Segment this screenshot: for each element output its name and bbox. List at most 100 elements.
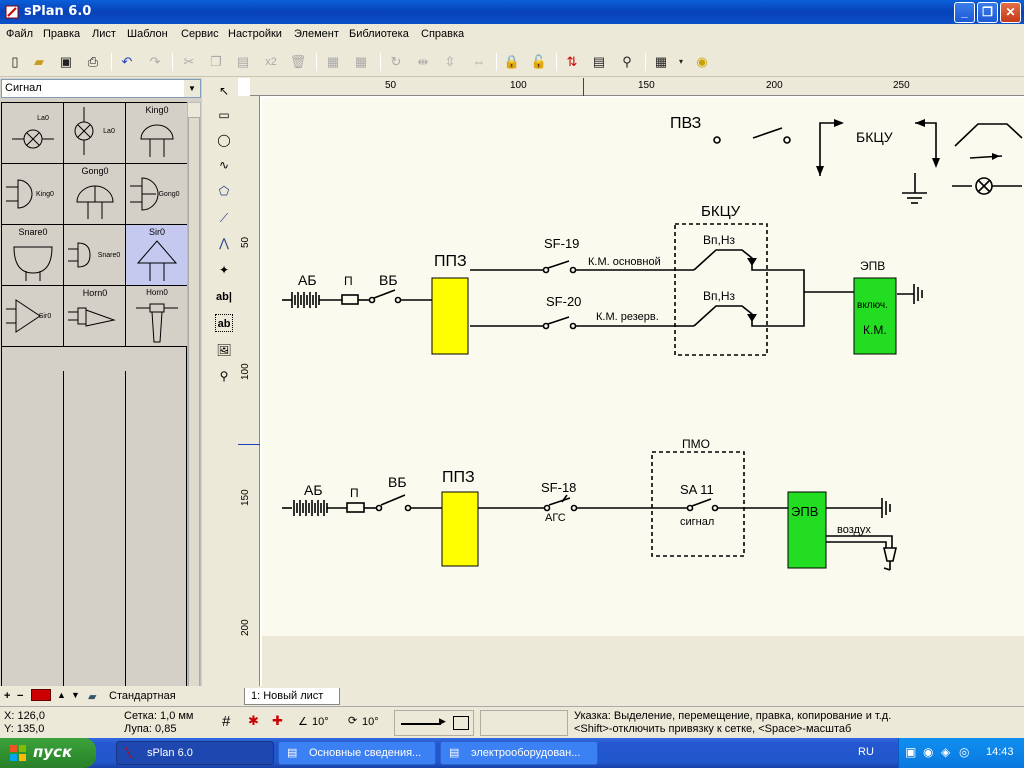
label-pvz[interactable]: ПВЗ (670, 115, 701, 132)
menu-library[interactable]: Библиотека (349, 28, 409, 40)
label-epv-top[interactable]: ЭПВ (860, 259, 885, 273)
label-km-main[interactable]: К.М. основной (588, 256, 661, 268)
label-vpnz-1[interactable]: Вп,Нз (703, 233, 736, 247)
move-up-icon[interactable]: ▲ (57, 690, 66, 700)
label-vpnz-2[interactable]: Вп,Нз (703, 289, 736, 303)
library-item-king0[interactable]: King0 (126, 103, 188, 164)
task-splan[interactable]: ╲ sPlan 6.0 (116, 741, 274, 765)
menu-template[interactable]: Шаблон (127, 28, 168, 40)
menu-sheet[interactable]: Лист (92, 28, 116, 40)
start-button[interactable]: пуск (0, 738, 96, 768)
junction-tool-icon[interactable]: ✦ (218, 263, 230, 277)
label-ags[interactable]: АГС (545, 512, 566, 524)
library-set-label[interactable]: Стандартная (109, 690, 176, 702)
list-icon[interactable]: ▤ (592, 54, 606, 69)
numbering-icon[interactable]: ⇅ (566, 54, 578, 69)
label-km-res[interactable]: К.М. резерв. (596, 311, 659, 323)
network-icon[interactable]: ▣ (905, 745, 917, 759)
minimize-button[interactable]: _ (954, 2, 975, 23)
redo-icon[interactable]: ↷ (149, 54, 161, 69)
grid-icon[interactable]: ▦ (654, 54, 668, 69)
library-edit-icon[interactable] (31, 689, 51, 701)
library-scrollbar[interactable] (187, 102, 201, 688)
new-icon[interactable]: ▯ (11, 54, 19, 69)
text-tool-icon[interactable]: ab| (216, 291, 232, 303)
remove-library-icon[interactable]: − (17, 690, 24, 702)
label-p-bottom[interactable]: П (350, 486, 359, 500)
menu-service[interactable]: Сервис (181, 28, 219, 40)
bezier-tool-icon[interactable]: ∿ (218, 158, 230, 172)
label-vkl[interactable]: включ. (857, 300, 888, 311)
label-ppz-bottom[interactable]: ППЗ (442, 469, 475, 486)
language-indicator[interactable]: RU (858, 746, 874, 758)
mirror-icon[interactable]: ⇔ (472, 54, 486, 69)
line-tool-icon[interactable]: ⟋ (219, 211, 229, 225)
copy-icon[interactable]: ❐ (210, 54, 222, 69)
drawing-sheet[interactable]: ПВЗ БКЦУ АБ П ВБ ППЗ SF-19 SF-20 К.М. ос… (262, 98, 1024, 636)
paste-icon[interactable]: ▤ (236, 54, 250, 69)
label-bkcu[interactable]: БКЦУ (701, 203, 741, 220)
undo-icon[interactable]: ↶ (121, 54, 133, 69)
print-icon[interactable]: ⎙ (87, 54, 99, 69)
open-icon[interactable]: ▰ (34, 54, 44, 69)
save-icon[interactable]: ▣ (59, 54, 73, 69)
angle-step[interactable]: 10° (312, 716, 329, 728)
antivirus-icon[interactable]: ◉ (923, 745, 934, 759)
media-icon[interactable]: ◎ (959, 745, 970, 759)
library-item-snare0-alt[interactable]: Snare0 (64, 225, 126, 286)
label-air[interactable]: воздух (837, 524, 871, 536)
task-doc-1[interactable]: ▤ Основные сведения... (278, 741, 436, 765)
group-icon[interactable]: ▦ (326, 54, 340, 69)
library-item-sir0[interactable]: Sir0 (126, 225, 188, 286)
schematic-drawing[interactable]: ПВЗ БКЦУ АБ П ВБ ППЗ SF-19 SF-20 К.М. ос… (262, 98, 1024, 636)
rotate-step[interactable]: 10° (362, 716, 379, 728)
tab-sheet-1[interactable]: 1: Новый лист (244, 688, 340, 705)
chevron-down-icon[interactable]: ▼ (184, 80, 200, 97)
ppz-block-top[interactable] (431, 277, 469, 355)
add-library-icon[interactable]: + (4, 690, 11, 702)
label-km[interactable]: К.М. (863, 323, 887, 337)
rotate-icon[interactable]: ↻ (390, 54, 402, 69)
mirror-h-icon[interactable]: ⇹ (417, 54, 429, 69)
label-vb-top[interactable]: ВБ (379, 272, 398, 288)
library-item-horn0-alt[interactable]: Horn0 (126, 286, 188, 347)
snap-icon[interactable]: ✱ (248, 713, 259, 728)
ppz-block-bottom[interactable] (441, 491, 479, 567)
lock-icon[interactable]: 🔒 (503, 54, 521, 69)
polyline-tool-icon[interactable]: ⋀ (219, 236, 229, 250)
find-icon[interactable]: ⚲ (622, 54, 632, 69)
menu-file[interactable]: Файл (6, 28, 34, 40)
duplicate-icon[interactable]: x2 (265, 56, 277, 68)
close-button[interactable]: ✕ (1000, 2, 1021, 23)
label-bkcu-top[interactable]: БКЦУ (856, 129, 893, 145)
library-item-horn0[interactable]: Horn0 (64, 286, 126, 347)
label-signal[interactable]: сигнал (680, 516, 714, 528)
library-category-select[interactable]: Сигнал ▼ (1, 79, 201, 98)
label-sf20[interactable]: SF-20 (546, 294, 581, 309)
task-doc-2[interactable]: ▤ электрооборудован... (440, 741, 598, 765)
volume-icon[interactable]: ◈ (941, 745, 951, 759)
menu-element[interactable]: Элемент (294, 28, 339, 40)
maximize-button[interactable]: ❐ (977, 2, 998, 23)
label-vb-bottom[interactable]: ВБ (388, 474, 407, 490)
label-ab-bottom[interactable]: АБ (304, 482, 323, 498)
library-item-la0[interactable]: La0 (2, 103, 64, 164)
menu-settings[interactable]: Настройки (228, 28, 282, 40)
ellipse-tool-icon[interactable]: ◯ (217, 133, 231, 147)
snap-angle-icon[interactable]: ✚ (272, 713, 283, 728)
scrollbar-thumb[interactable] (188, 117, 200, 687)
pointer-tool-icon[interactable]: ↖ (218, 84, 230, 98)
label-p-top[interactable]: П (344, 274, 353, 288)
textbox-tool-icon[interactable]: ab (215, 314, 233, 332)
magnifier-tool-icon[interactable]: ⚲ (219, 369, 229, 383)
unlock-icon[interactable]: 🔓 (530, 54, 548, 69)
move-down-icon[interactable]: ▼ (71, 690, 80, 700)
rectangle-tool-icon[interactable]: ▭ (218, 108, 230, 122)
image-tool-icon[interactable]: 🖼 (216, 343, 232, 357)
library-item-gong0[interactable]: Gong0 (64, 164, 126, 225)
label-sf18[interactable]: SF-18 (541, 480, 576, 495)
ungroup-icon[interactable]: ▦ (354, 54, 368, 69)
angle-icon[interactable]: ∠ (298, 716, 308, 728)
epv-block-top[interactable] (853, 277, 897, 355)
library-item-snare0[interactable]: Snare0 (2, 225, 64, 286)
